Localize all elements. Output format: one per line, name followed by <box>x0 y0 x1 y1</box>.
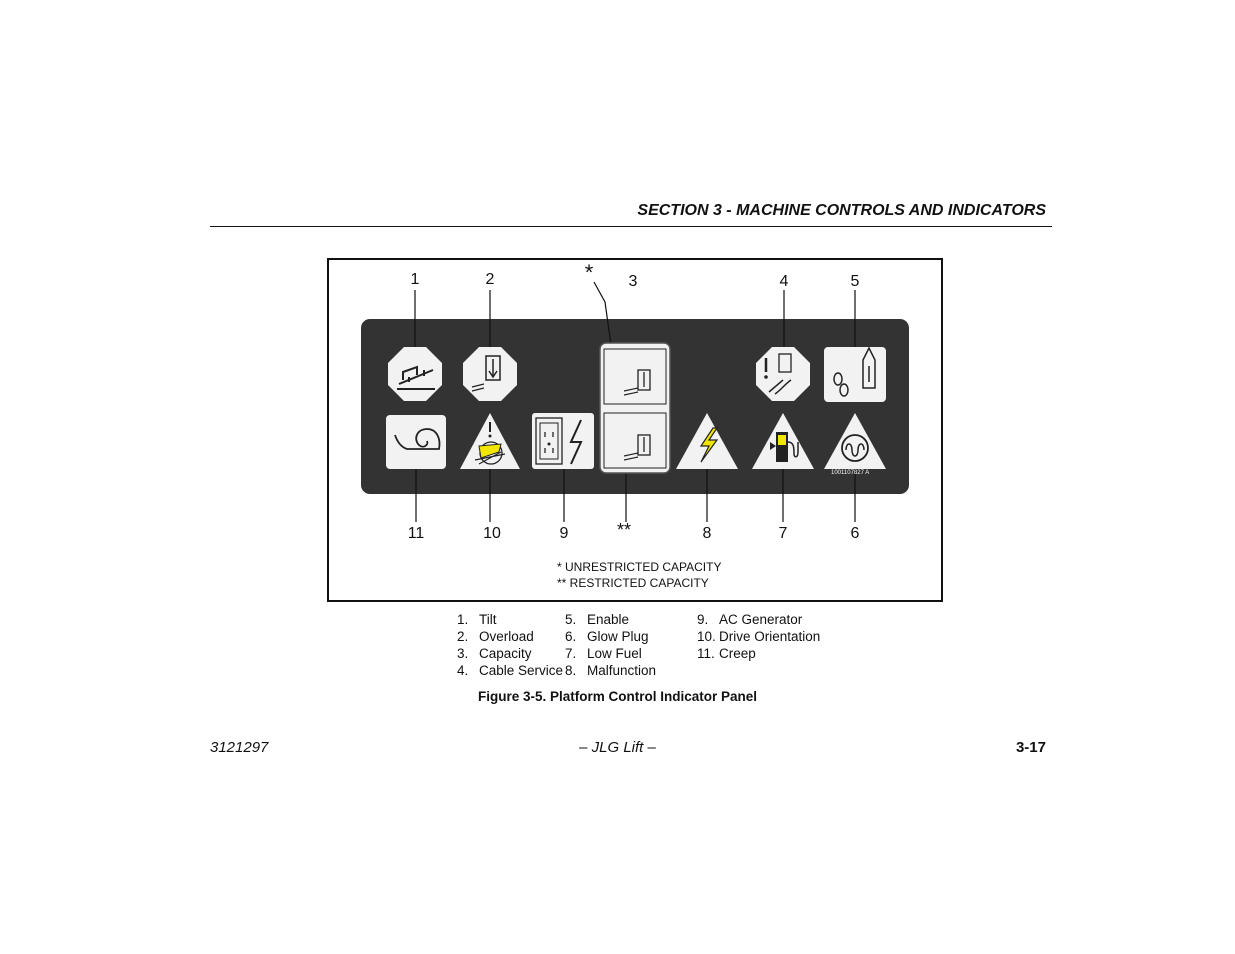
indicator-panel-figure: 1001107827 A 1 2 * 3 4 5 11 10 9 ** 8 7 … <box>327 258 943 602</box>
legend-item: 6.Glow Plug <box>565 629 649 644</box>
drive-orientation-icon <box>460 413 520 469</box>
ac-generator-icon <box>532 413 594 469</box>
capacity-icon <box>599 342 671 474</box>
legend-item: 1.Tilt <box>457 612 497 627</box>
legend-item: 8.Malfunction <box>565 663 657 678</box>
legend-item: 3.Capacity <box>457 646 532 661</box>
callout-8: 8 <box>703 525 712 542</box>
callout-6: 6 <box>851 525 860 542</box>
overload-icon <box>463 347 517 401</box>
indicator-panel-drawing: 1001107827 A 1 2 * 3 4 5 11 10 9 ** 8 7 … <box>361 260 909 590</box>
low-fuel-icon <box>752 413 814 469</box>
legend-column-3: 9.AC Generator 10.Drive Orientation 11.C… <box>697 611 820 662</box>
malfunction-icon <box>676 413 738 469</box>
callout-5: 5 <box>851 273 860 290</box>
callout-2: 2 <box>486 271 495 288</box>
note-restricted: ** RESTRICTED CAPACITY <box>557 576 709 590</box>
legend-item: 5.Enable <box>565 612 630 627</box>
creep-icon <box>386 415 446 469</box>
figure-caption: Figure 3-5. Platform Control Indicator P… <box>477 689 758 704</box>
legend-column-1: 1.Tilt 2.Overload 3.Capacity 4.Cable Ser… <box>457 611 563 679</box>
legend-item: 10.Drive Orientation <box>697 629 821 644</box>
enable-icon <box>824 346 886 402</box>
page-number: 3-17 <box>1015 739 1046 756</box>
legend-item: 2.Overload <box>457 629 534 644</box>
note-unrestricted: * UNRESTRICTED CAPACITY <box>557 560 721 574</box>
callout-restricted: ** <box>617 520 631 540</box>
header-rule <box>210 226 1052 227</box>
tilt-icon <box>388 347 442 401</box>
legend-item: 7.Low Fuel <box>565 646 642 661</box>
footer-brand: – JLG Lift – <box>579 739 656 756</box>
glow-plug-icon: 1001107827 A <box>824 413 886 476</box>
callout-10: 10 <box>483 525 501 542</box>
section-title: SECTION 3 - MACHINE CONTROLS AND INDICAT… <box>637 202 1046 219</box>
legend-item: 4.Cable Service <box>457 663 564 678</box>
callout-unrestricted: * <box>585 260 594 285</box>
legend-item: 11.Creep <box>697 646 756 661</box>
legend-item: 9.AC Generator <box>697 612 803 627</box>
cable-service-icon <box>756 347 810 401</box>
legend-column-2: 5.Enable 6.Glow Plug 7.Low Fuel 8.Malfun… <box>565 611 656 679</box>
callout-7: 7 <box>779 525 788 542</box>
callout-4: 4 <box>780 273 789 290</box>
callout-1: 1 <box>411 271 420 288</box>
callout-3: 3 <box>629 273 638 290</box>
document-number: 3121297 <box>210 739 269 756</box>
callout-11: 11 <box>408 525 425 542</box>
panel-part-number: 1001107827 A <box>831 470 869 476</box>
callout-9: 9 <box>560 525 569 542</box>
